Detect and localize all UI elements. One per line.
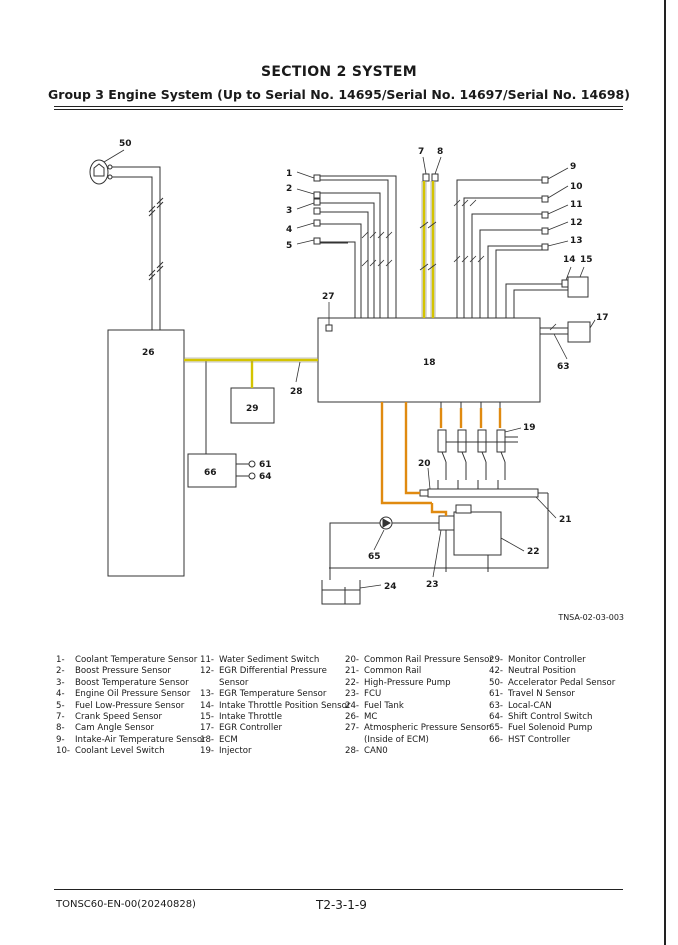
hst-controller-box: [187, 453, 237, 488]
legend-item: 13-EGR Temperature Sensor: [200, 689, 327, 700]
legend-item: 15-Intake Throttle: [200, 712, 283, 723]
legend-item: 5-Fuel Low-Pressure Sensor: [56, 700, 185, 711]
callout-8: 8: [437, 147, 443, 157]
legend-item: 8-Cam Angle Sensor: [56, 723, 155, 734]
callout-66: 66: [204, 468, 217, 478]
callout-27: 27: [322, 292, 335, 302]
legend-item: 42-Neutral Position: [489, 666, 576, 677]
legend-item: 3-Boost Temperature Sensor: [56, 677, 189, 688]
callout-11: 11: [570, 200, 583, 210]
callout-63: 63: [557, 362, 570, 372]
mc-box: [107, 329, 185, 577]
legend-column-2: 11-Water Sediment Switch 12-EGR Differen…: [200, 655, 350, 758]
legend-item: 11-Water Sediment Switch: [200, 655, 320, 665]
legend-item: 27-Atmospheric Pressure Sensor (Inside o…: [345, 723, 490, 745]
callout-10: 10: [570, 182, 583, 192]
common-rail: [427, 488, 539, 498]
legend-item: 22-High-Pressure Pump: [345, 677, 451, 688]
callout-17: 17: [596, 313, 609, 323]
callout-20: 20: [418, 459, 431, 469]
callout-24: 24: [384, 582, 397, 592]
legend-item: 1-Coolant Temperature Sensor: [56, 655, 198, 665]
callout-50: 50: [119, 139, 132, 149]
callout-64: 64: [259, 472, 272, 482]
legend-item: 63-Local-CAN: [489, 700, 552, 711]
legend-item: 24-Fuel Tank: [345, 700, 404, 711]
fuel-tank: [321, 580, 361, 605]
callout-23: 23: [426, 580, 439, 590]
legend-column-1: 1-Coolant Temperature Sensor 2-Boost Pre…: [56, 655, 206, 758]
callout-14: 14: [563, 255, 576, 265]
legend-item: 21-Common Rail: [345, 666, 422, 677]
callout-1: 1: [286, 169, 292, 179]
legend-item: 26-MC: [345, 712, 378, 723]
callout-4: 4: [286, 225, 292, 235]
atmospheric-sensor-box: [325, 324, 333, 332]
legend-item: 64-Shift Control Switch: [489, 712, 593, 723]
callout-3: 3: [286, 206, 292, 216]
legend-item: 61-Travel N Sensor: [489, 689, 575, 700]
callout-65: 65: [368, 552, 381, 562]
egr-controller-box: [567, 321, 591, 343]
callout-9: 9: [570, 162, 576, 172]
legend-item: 28-CAN0: [345, 746, 388, 757]
callout-2: 2: [286, 184, 292, 194]
callout-22: 22: [527, 547, 540, 557]
legend-item: 4-Engine Oil Pressure Sensor: [56, 689, 191, 700]
section-title: SECTION 2 SYSTEM: [261, 64, 417, 80]
legend-item: 14-Intake Throttle Position Sensor: [200, 700, 351, 711]
document-code: TONSC60-EN-00(20240828): [56, 899, 196, 910]
pump-top-box: [455, 504, 472, 514]
callout-26: 26: [142, 348, 155, 358]
legend-item: 23-FCU: [345, 689, 382, 700]
group-title: Group 3 Engine System (Up to Serial No. …: [48, 87, 630, 102]
legend-item: 12-EGR Differential Pressure Sensor: [200, 666, 327, 688]
page-edge: [664, 0, 666, 945]
callout-12: 12: [570, 218, 583, 228]
intake-throttle-box: [567, 276, 589, 298]
legend-column-3: 20-Common Rail Pressure Sensor 21-Common…: [345, 655, 493, 758]
accelerator-pedal-sensor: [89, 159, 109, 185]
legend-item: 29-Monitor Controller: [489, 655, 586, 665]
callout-19: 19: [523, 423, 536, 433]
fcu-box: [438, 515, 455, 531]
callout-15: 15: [580, 255, 593, 265]
callout-28: 28: [290, 387, 303, 397]
legend-item: 50-Accelerator Pedal Sensor: [489, 677, 616, 688]
legend-item: 9-Intake-Air Temperature Sensor: [56, 734, 206, 745]
figure-code: TNSA-02-03-003: [558, 613, 624, 622]
header-rule-top: [54, 106, 623, 107]
legend-item: 18-ECM: [200, 734, 238, 745]
legend-item: 10-Coolant Level Switch: [56, 746, 165, 757]
header-rule-bottom: [54, 109, 623, 110]
legend-item: 66-HST Controller: [489, 734, 571, 745]
callout-61: 61: [259, 460, 272, 470]
page-number: T2-3-1-9: [316, 898, 367, 912]
hp-pump-box: [453, 511, 502, 556]
legend-item: 2-Boost Pressure Sensor: [56, 666, 171, 677]
legend-item: 17-EGR Controller: [200, 723, 283, 734]
callout-7: 7: [418, 147, 424, 157]
callout-18: 18: [423, 358, 436, 368]
callout-21: 21: [559, 515, 572, 525]
legend-item: 7-Crank Speed Sensor: [56, 712, 163, 723]
footer-rule: [54, 889, 623, 890]
callout-29: 29: [246, 404, 259, 414]
callout-5: 5: [286, 241, 292, 251]
ecm-box: [317, 317, 541, 403]
legend-column-4: 29-Monitor Controller 42-Neutral Positio…: [489, 655, 615, 746]
legend-item: 65-Fuel Solenoid Pump: [489, 723, 593, 734]
legend-item: 19-Injector: [200, 746, 252, 757]
callout-13: 13: [570, 236, 583, 246]
legend-item: 20-Common Rail Pressure Sensor: [345, 655, 493, 665]
